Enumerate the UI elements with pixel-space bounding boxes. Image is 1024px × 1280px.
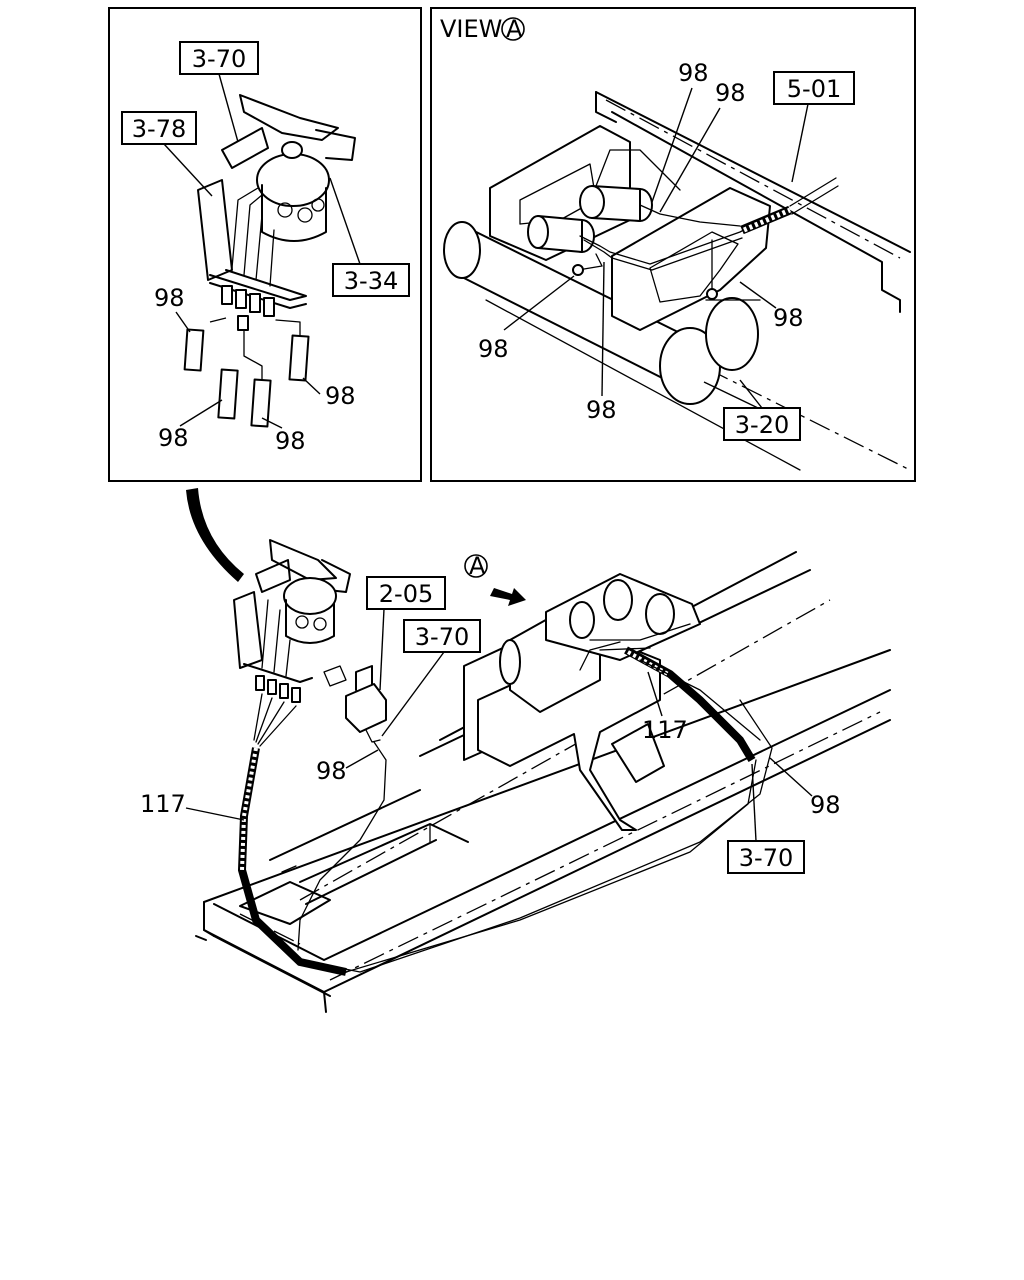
callout-3-70-top: 3-70: [179, 41, 259, 143]
svg-text:98: 98: [478, 335, 509, 363]
callout-117-left: 117: [140, 790, 245, 821]
svg-text:98: 98: [316, 757, 347, 785]
callout-98-view-3: 98: [739, 281, 804, 332]
callout-117-right: 117: [642, 671, 688, 744]
view-a-valves: [527, 185, 653, 253]
svg-text:3-20: 3-20: [735, 411, 789, 439]
hose-117-right: [624, 646, 761, 763]
callout-98-main-2: 98: [769, 757, 841, 819]
callout-98-left-2: 98: [302, 377, 356, 410]
svg-text:98: 98: [678, 59, 709, 87]
callout-3-20: 3-20: [703, 379, 801, 441]
callout-3-70-main: 3-70: [381, 619, 481, 737]
svg-text:VIEW: VIEW: [440, 15, 502, 43]
callout-3-70-bottom: 3-70: [727, 763, 805, 874]
detail-pointer-arrow: [186, 488, 244, 582]
callout-3-34: 3-34: [329, 177, 410, 297]
callout-98-main-1: 98: [316, 749, 379, 785]
pipe-98-main: [297, 699, 773, 973]
hose-segment-1: [183, 328, 205, 372]
callout-98-view-5: 98: [586, 261, 617, 424]
svg-text:3-70: 3-70: [415, 623, 469, 651]
svg-text:98: 98: [715, 79, 746, 107]
svg-text:98: 98: [773, 304, 804, 332]
svg-text:98: 98: [810, 791, 841, 819]
callout-98-left-4: 98: [261, 417, 306, 455]
view-a-title: VIEW A: [440, 15, 525, 43]
callout-98-view-4: 98: [478, 275, 575, 363]
view-a-direction-marker: A: [464, 552, 526, 606]
hose-117-left: [237, 747, 347, 976]
hose-segment-2: [217, 368, 239, 420]
callout-98-view-1: 98: [651, 59, 709, 203]
svg-text:3-70: 3-70: [739, 844, 793, 872]
svg-text:3-70: 3-70: [192, 45, 246, 73]
svg-text:98: 98: [586, 396, 617, 424]
svg-text:A: A: [506, 15, 523, 43]
svg-text:117: 117: [140, 790, 186, 818]
view-a-hose-117: [740, 177, 839, 235]
svg-text:3-34: 3-34: [344, 267, 398, 295]
svg-text:5-01: 5-01: [787, 75, 841, 103]
view-a-brackets: [489, 125, 771, 331]
svg-text:3-78: 3-78: [132, 115, 186, 143]
svg-text:98: 98: [325, 382, 356, 410]
callout-3-78: 3-78: [121, 111, 213, 197]
callout-98-left-3: 98: [158, 399, 223, 452]
svg-text:98: 98: [154, 284, 185, 312]
svg-text:2-05: 2-05: [379, 580, 433, 608]
chassis-switch: [323, 665, 387, 743]
callout-2-05: 2-05: [366, 576, 446, 691]
callout-98-left-1: 98: [154, 284, 191, 333]
chassis-valve-assembly: [233, 539, 351, 747]
svg-text:A: A: [469, 552, 486, 580]
valve-assembly-detail: [183, 94, 356, 428]
view-a-panel-frame: [430, 7, 916, 482]
callout-98-view-2: 98: [659, 79, 746, 213]
callout-5-01: 5-01: [773, 71, 855, 183]
hose-segment-4: [288, 334, 310, 382]
svg-text:98: 98: [158, 424, 189, 452]
chassis-tank-group: [463, 573, 701, 831]
svg-text:98: 98: [275, 427, 306, 455]
chassis-frame: [195, 551, 891, 1013]
svg-text:117: 117: [642, 716, 688, 744]
detail-panel-left-frame: [108, 7, 422, 482]
hose-segment-3: [250, 378, 272, 428]
